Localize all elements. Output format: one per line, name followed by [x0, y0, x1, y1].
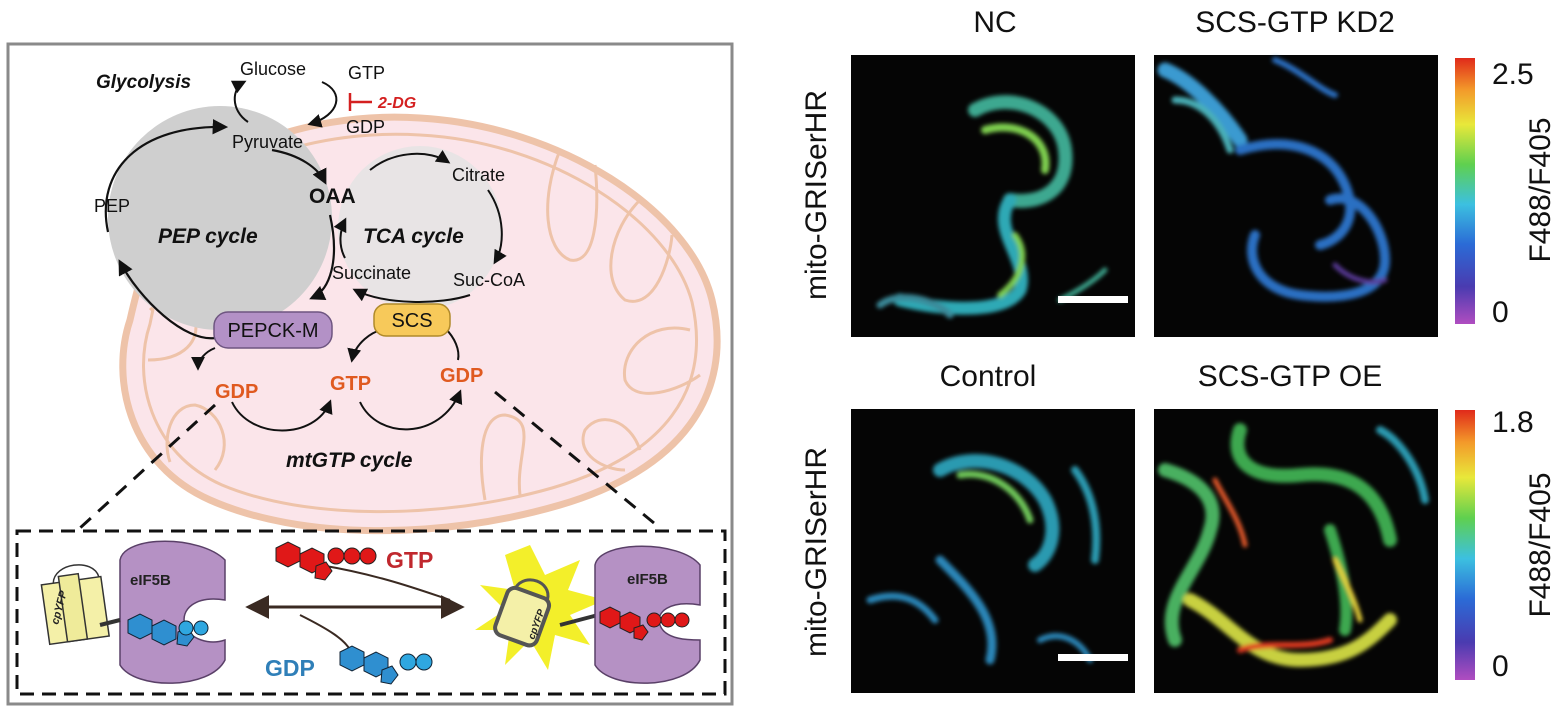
micrograph-scs-gtp-kd2 — [1154, 55, 1438, 337]
pyruvate-label: Pyruvate — [232, 132, 303, 152]
gtp-ligand-label: GTP — [386, 547, 433, 573]
gtp-top-label: GTP — [348, 63, 385, 83]
tca-cycle-arrows — [333, 149, 507, 303]
cpyfp-left-barrel — [40, 564, 111, 646]
cristae — [147, 149, 701, 501]
title-nc: NC — [973, 6, 1016, 39]
tca-cycle-label: TCA cycle — [363, 225, 464, 248]
colorbar-top-min: 0 — [1492, 296, 1509, 329]
glycolysis-arrows — [230, 80, 338, 128]
title-scs-gtp-kd2: SCS-GTP KD2 — [1195, 6, 1395, 39]
gdp-molecule-bound — [127, 613, 209, 647]
pep-cycle-label: PEP cycle — [158, 225, 258, 248]
colorbar-bottom-min: 0 — [1492, 650, 1509, 683]
eif5b-left-label: eIF5B — [130, 572, 171, 589]
gdp-right-label: GDP — [440, 365, 483, 387]
mtgtp-cycle-label: mtGTP cycle — [286, 449, 413, 472]
colorbar-bottom — [1455, 410, 1475, 680]
tca-cycle-disk — [338, 146, 502, 310]
pep-cycle-disk — [108, 106, 332, 330]
scs-box — [373, 303, 451, 337]
sensor-gtp-state: cpYFP eIF5B — [475, 545, 701, 684]
eif5b-right-shape — [594, 545, 701, 684]
micrograph-scs-gtp-oe — [1154, 409, 1438, 693]
glycolysis-label: Glycolysis — [96, 72, 191, 93]
pepck-label: PEPCK-M — [227, 320, 318, 342]
glucose-label: Glucose — [240, 59, 306, 79]
sensor-gdp-state: eIF5B cpYFP — [40, 540, 226, 684]
pathway-diagram: Glycolysis Glucose GTP 2-DG GDP Pyruvate… — [6, 42, 734, 706]
gdp-ligand — [339, 645, 433, 685]
cpyfp-right-barrel — [493, 578, 552, 648]
inhibitor-mark — [348, 93, 372, 111]
colorbar-top-max: 2.5 — [1492, 58, 1534, 91]
gtp-molecule-bound — [599, 606, 690, 641]
row-label-bottom: mito-GRISerHR — [800, 447, 833, 657]
scale-bar-bottom — [1058, 654, 1128, 661]
micrograph-control — [851, 409, 1135, 693]
colorbar-top — [1455, 58, 1475, 324]
title-control: Control — [940, 360, 1037, 393]
suc-coa-label: Suc-CoA — [453, 270, 525, 290]
succinate-label: Succinate — [332, 263, 411, 283]
zoom-lines — [78, 390, 661, 530]
oaa-label: OAA — [309, 185, 356, 208]
imaging-panels: NC SCS-GTP KD2 Control SCS-GTP OE mito-G… — [800, 6, 1557, 693]
binding-exchange: GTP GDP — [245, 541, 465, 685]
pep-label: PEP — [94, 196, 130, 216]
scale-bar-top — [1058, 296, 1128, 303]
gdp-top-label: GDP — [346, 117, 385, 137]
eif5b-right-label: eIF5B — [627, 571, 668, 588]
colorbar-bottom-max: 1.8 — [1492, 406, 1534, 439]
gdp-ligand-label: GDP — [265, 655, 315, 681]
title-scs-gtp-oe: SCS-GTP OE — [1198, 360, 1382, 393]
row-label-top: mito-GRISerHR — [800, 90, 833, 300]
scs-label: SCS — [391, 310, 432, 332]
pepck-box — [213, 311, 333, 349]
gtp-ligand — [275, 541, 377, 581]
colorbar-bottom-label: F488/F405 — [1524, 472, 1557, 617]
colorbar-top-label: F488/F405 — [1524, 117, 1557, 262]
gtp-mid-label: GTP — [330, 373, 371, 395]
sensor-inset-frame — [15, 529, 727, 696]
gdp-left-label: GDP — [215, 381, 258, 403]
citrate-label: Citrate — [452, 165, 505, 185]
pep-cycle-arrows — [104, 119, 336, 340]
inhibitor-label: 2-DG — [377, 95, 416, 112]
micrograph-nc — [851, 55, 1135, 337]
